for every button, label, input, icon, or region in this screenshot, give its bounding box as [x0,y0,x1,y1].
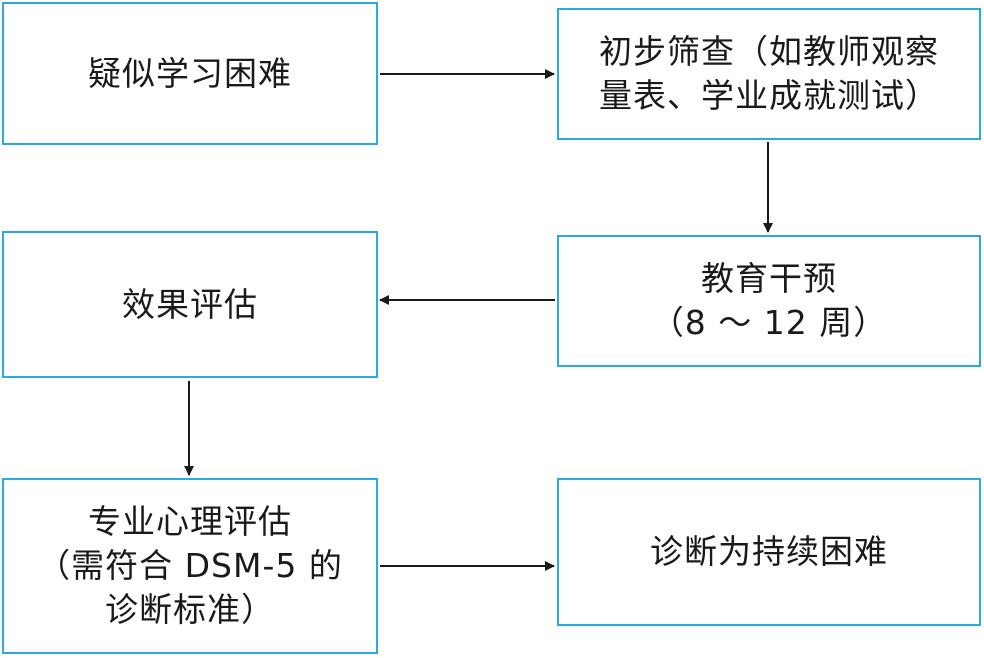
node-psych-label-line-1: 专业心理评估 [88,502,292,541]
node-effect-evaluation: 效果评估 [2,231,378,378]
node-initial-screening: 初步筛查（如教师观察 量表、学业成就测试） [557,8,981,140]
node-intervention-label-line-2: （8 ～ 12 周） [650,303,888,342]
node-suspected-label: 疑似学习困难 [88,53,292,93]
node-effect-label: 效果评估 [122,284,258,324]
node-professional-psych-evaluation: 专业心理评估 （需符合 DSM-5 的 诊断标准） [2,478,378,654]
node-screening-label-line-1: 初步筛查（如教师观察 [599,32,939,71]
node-intervention-label-line-1: 教育干预 [701,259,837,298]
node-diagnosis-persistent-difficulty: 诊断为持续困难 [557,478,981,626]
node-educational-intervention: 教育干预 （8 ～ 12 周） [557,235,981,367]
node-psych-label-line-2: （需符合 DSM-5 的 [37,546,343,585]
node-screening-label-line-2: 量表、学业成就测试） [599,76,939,115]
node-suspected-learning-difficulty: 疑似学习困难 [2,2,378,145]
node-diagnosis-label: 诊断为持续困难 [650,532,888,571]
node-psych-label-line-3: 诊断标准） [105,590,275,629]
